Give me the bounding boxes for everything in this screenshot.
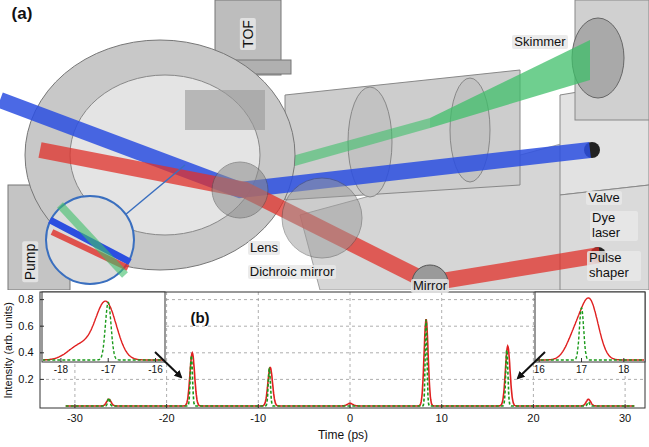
axis-tick: 0: [347, 412, 353, 425]
axis-tick: -10: [250, 412, 266, 425]
axis-tick: 20: [527, 412, 539, 425]
part-name: Lens: [248, 241, 280, 256]
axis-tick: 30: [619, 412, 631, 425]
axis-tick: -30: [67, 412, 83, 425]
inset-tick: -18: [54, 364, 68, 376]
inset-tick: 16: [534, 364, 545, 376]
part-name: TOF: [240, 18, 256, 50]
panel-letter: (b): [190, 309, 209, 326]
axis-tick: 0.6: [18, 320, 33, 333]
axis-tick: 0.8: [18, 293, 33, 306]
part-name: Dye laser: [590, 211, 638, 241]
axis-tick: -20: [159, 412, 175, 425]
axis-tick: 10: [436, 412, 448, 425]
part-name: Skimmer: [512, 35, 567, 50]
inset-tick: -17: [101, 364, 115, 376]
part-name: Valve: [586, 191, 622, 206]
inset-tick: 18: [618, 364, 629, 376]
part-name: Dichroic mirror: [248, 265, 337, 280]
axis-title: Intensity (arb. units): [2, 302, 15, 399]
axis-tick: 0.4: [18, 346, 33, 359]
axis-tick: 0.2: [18, 373, 33, 386]
part-name: Mirror: [411, 279, 449, 294]
inset-tick: 17: [576, 364, 587, 376]
panel-letter: (a): [12, 4, 33, 24]
part-name: Pulse shaper: [587, 251, 641, 281]
inset-tick: -16: [148, 364, 162, 376]
axis-title: Time (ps): [318, 429, 368, 443]
part-name: Pump: [22, 242, 38, 283]
